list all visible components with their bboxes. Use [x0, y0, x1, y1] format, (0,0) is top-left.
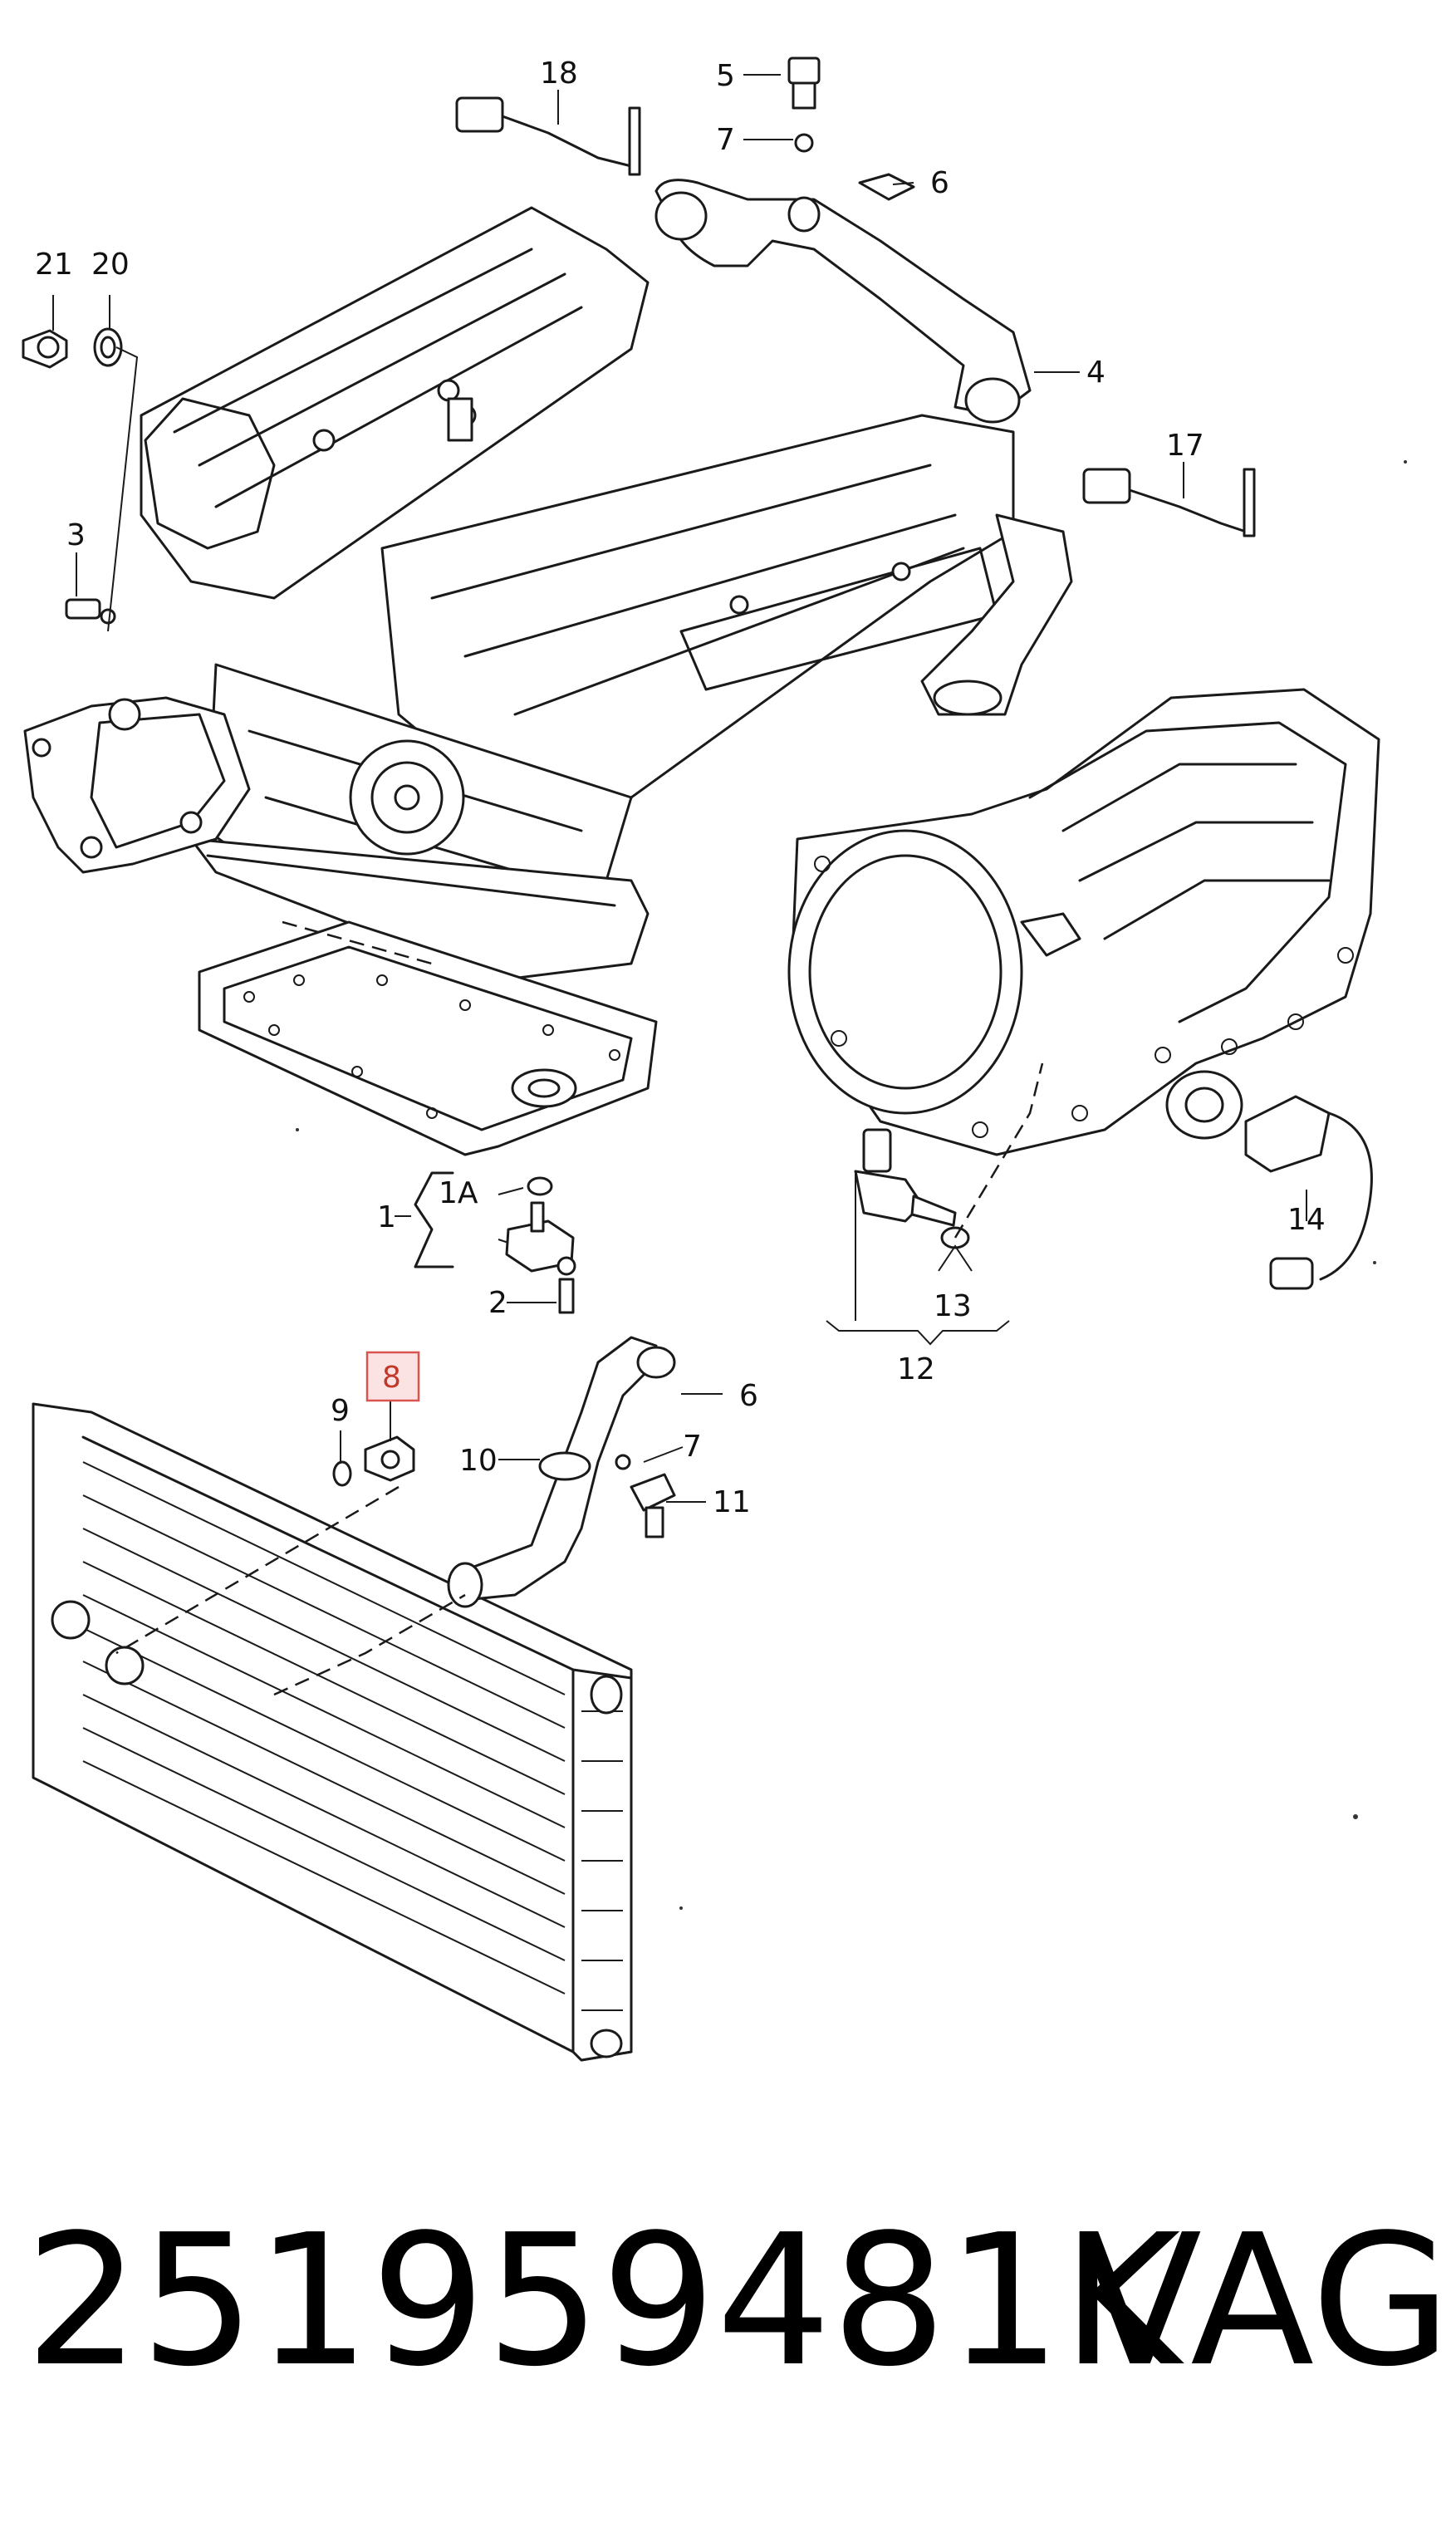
callout-3: 3 — [66, 518, 86, 552]
callout-9: 9 — [331, 1394, 350, 1428]
dashed-connectors — [115, 920, 1044, 1696]
callout-1: 1 — [377, 1200, 396, 1234]
sender-3 — [65, 598, 116, 625]
callout-17: 17 — [1166, 429, 1204, 463]
callout-1A: 1A — [439, 1176, 478, 1210]
callout-labels: 18 5 7 6 4 17 21 20 3 1A 1 2 13 12 14 9 … — [35, 56, 1326, 1519]
sender-21 — [22, 329, 68, 369]
coolant-pipe-4 — [654, 173, 1032, 424]
callout-20: 20 — [91, 248, 130, 282]
gearbox-drawing — [787, 688, 1380, 1156]
callout-11: 11 — [713, 1485, 751, 1519]
part-footer: 251959481K VAG — [25, 2196, 1451, 2407]
exhaust-elbow — [920, 513, 1073, 716]
brand-name: VAG — [1078, 2196, 1451, 2407]
callout-8: 8 — [382, 1361, 401, 1395]
callout-13: 13 — [934, 1289, 972, 1323]
scan-dots — [296, 460, 1407, 1910]
callout-10: 10 — [459, 1444, 498, 1478]
callout-7a: 7 — [716, 123, 735, 157]
callout-6a: 6 — [930, 166, 949, 200]
callout-2: 2 — [488, 1286, 507, 1320]
seal-ring-20 — [93, 327, 123, 367]
callout-7b: 7 — [683, 1430, 702, 1464]
oil-pan-drawing — [198, 920, 658, 1156]
coolant-hose-10 — [447, 1336, 676, 1608]
engine-block-drawing — [23, 206, 1015, 982]
callout-5: 5 — [716, 59, 735, 93]
sensor-17 — [1082, 468, 1256, 537]
sensor-14 — [1244, 1095, 1373, 1290]
callout-18: 18 — [540, 56, 578, 91]
radiator-drawing — [32, 1402, 633, 2062]
sensor-18 — [455, 96, 641, 176]
part-number: 251959481K — [25, 2196, 1184, 2407]
sender-11 — [615, 1454, 676, 1538]
callout-8-highlight[interactable]: 8 — [365, 1351, 420, 1402]
callout-21: 21 — [35, 248, 73, 282]
callout-6b: 6 — [739, 1379, 758, 1413]
oil-level-sender-1 — [505, 1176, 576, 1314]
highlight-box — [365, 1351, 420, 1402]
thermo-switch-8 — [332, 1435, 415, 1487]
callout-4: 4 — [1086, 356, 1105, 390]
callout-12: 12 — [897, 1352, 935, 1386]
speed-sensor-12 — [854, 1128, 957, 1227]
callout-14: 14 — [1287, 1203, 1326, 1237]
temperature-sender-5 — [787, 56, 821, 153]
leader-lines — [52, 74, 1307, 1503]
